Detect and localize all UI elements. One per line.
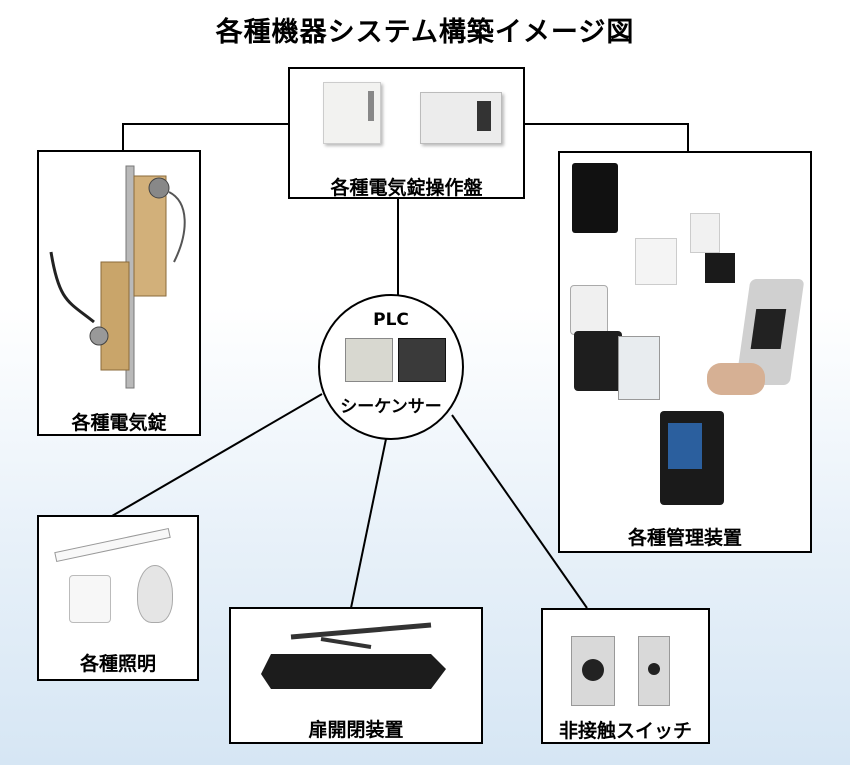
plc-unit-1 (345, 338, 393, 382)
door-closer-image (261, 622, 446, 689)
diagram-title: 各種機器システム構築イメージ図 (215, 17, 635, 48)
line-panel-to-management (524, 123, 689, 152)
sequencer-label: シーケンサー (340, 397, 442, 417)
line-plc-to-switch (451, 414, 588, 609)
card-reader-white (690, 213, 720, 253)
control-panel-unit-1 (323, 82, 381, 144)
electric-lock-image (49, 165, 186, 389)
electric-lock-label: 各種電気錠 (71, 412, 167, 434)
touchless-switch-1 (571, 636, 615, 706)
touchless-switch-box: 非接触スイッチ (541, 608, 710, 744)
line-panel-to-lock (122, 123, 289, 151)
plc-label: PLC (373, 310, 409, 330)
proximity-reader (618, 336, 660, 400)
control-panel-unit-2 (420, 92, 502, 144)
line-plc-to-door-closer (350, 438, 387, 609)
ceiling-light (69, 575, 111, 623)
lighting-label: 各種照明 (79, 653, 156, 675)
lighting-box: 各種照明 (37, 515, 199, 681)
face-recognition-terminal (660, 411, 724, 505)
control-panel-label: 各種電気錠操作盤 (330, 177, 483, 199)
hand-image (707, 363, 765, 395)
card-reader-black (705, 253, 735, 283)
control-panel-box: 各種電気錠操作盤 (288, 67, 525, 199)
door-closer-label: 扉開閉装置 (308, 719, 404, 741)
keypad-reader (572, 163, 618, 233)
door-closer-box: 扉開閉装置 (229, 607, 483, 744)
plc-unit-2 (398, 338, 446, 382)
plc-sequencer-node: PLC シーケンサー (318, 294, 464, 440)
line-plc-to-lighting (111, 393, 323, 517)
management-label: 各種管理装置 (627, 527, 742, 549)
id-card (570, 285, 608, 335)
fluorescent-light (54, 527, 171, 563)
card-reader-small (635, 238, 677, 285)
touchless-switch-label: 非接触スイッチ (558, 720, 692, 742)
keypad-terminal (574, 331, 622, 391)
electric-lock-box: 各種電気錠 (37, 150, 201, 436)
pendant-light (137, 565, 173, 623)
management-box: 各種管理装置 (558, 151, 812, 553)
touchless-switch-2 (638, 636, 670, 706)
